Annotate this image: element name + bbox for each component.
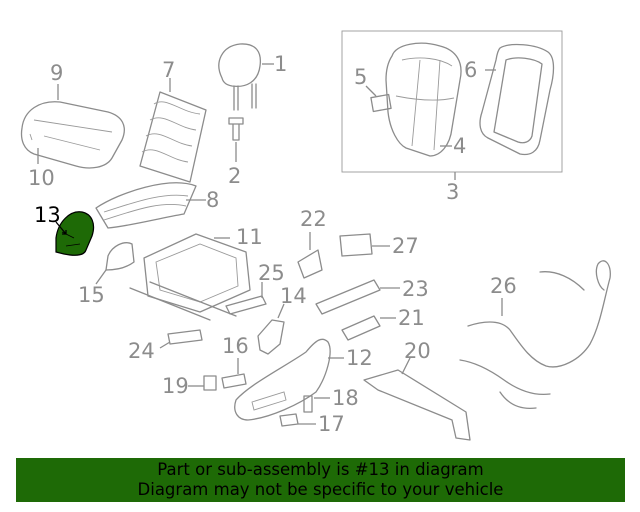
callout-16: 16 [222,334,249,358]
callout-20: 20 [404,339,431,363]
part-14 [257,303,285,355]
part-bracket-20 [363,357,471,441]
banner-line-1: Part or sub-assembly is #13 in diagram [157,460,484,479]
callout-1: 1 [274,52,287,76]
banner-line-2: Diagram may not be specific to your vehi… [137,480,504,499]
callout-17: 17 [318,412,345,436]
callout-14: 14 [280,284,307,308]
callout-7: 7 [162,58,175,82]
part-headrest [218,43,274,111]
callout-26: 26 [490,274,517,298]
part-24 [159,329,203,349]
part-cushion-springs [95,182,206,229]
callout-19: 19 [162,374,189,398]
callout-11: 11 [236,225,263,249]
callout-24: 24 [128,339,155,363]
part-18 [303,395,330,413]
part-21 [341,315,396,341]
parts-diagram: 1 2 3 4 5 6 7 8 9 [20,30,611,441]
part-19 [188,375,217,391]
callout-3: 3 [446,180,459,204]
part-23 [315,279,400,315]
callout-15: 15 [78,283,105,307]
part-wiring-harness [459,260,611,410]
part-13-highlighted [55,211,95,256]
callout-21: 21 [398,306,425,330]
part-seatback-frame [479,43,555,156]
callout-4: 4 [453,134,466,158]
part-bracket-15 [95,242,135,285]
part-cushion-pad [20,84,125,169]
callout-23: 23 [402,277,429,301]
callout-5: 5 [354,65,367,89]
part-spring-mat [139,78,207,183]
part-seat-frame [129,233,251,321]
callout-27: 27 [392,234,419,258]
part-info-banner: Part or sub-assembly is #13 in diagram D… [16,458,625,502]
callout-2: 2 [228,164,241,188]
part-17 [279,413,316,427]
part-22 [297,232,323,279]
callout-10: 10 [28,166,55,190]
callout-6: 6 [464,58,477,82]
seatback-group-box [341,30,563,173]
part-headrest-guide [228,117,244,162]
part-seatback-cover [365,42,462,157]
part-25 [225,282,267,315]
callout-22: 22 [300,207,327,231]
callout-13: 13 [34,203,61,227]
callout-12: 12 [346,346,373,370]
callout-8: 8 [206,188,219,212]
part-side-shield [234,338,344,421]
part-27 [339,233,390,257]
part-16 [221,358,247,389]
callout-18: 18 [332,386,359,410]
callout-9: 9 [50,61,63,85]
callout-25: 25 [258,261,285,285]
